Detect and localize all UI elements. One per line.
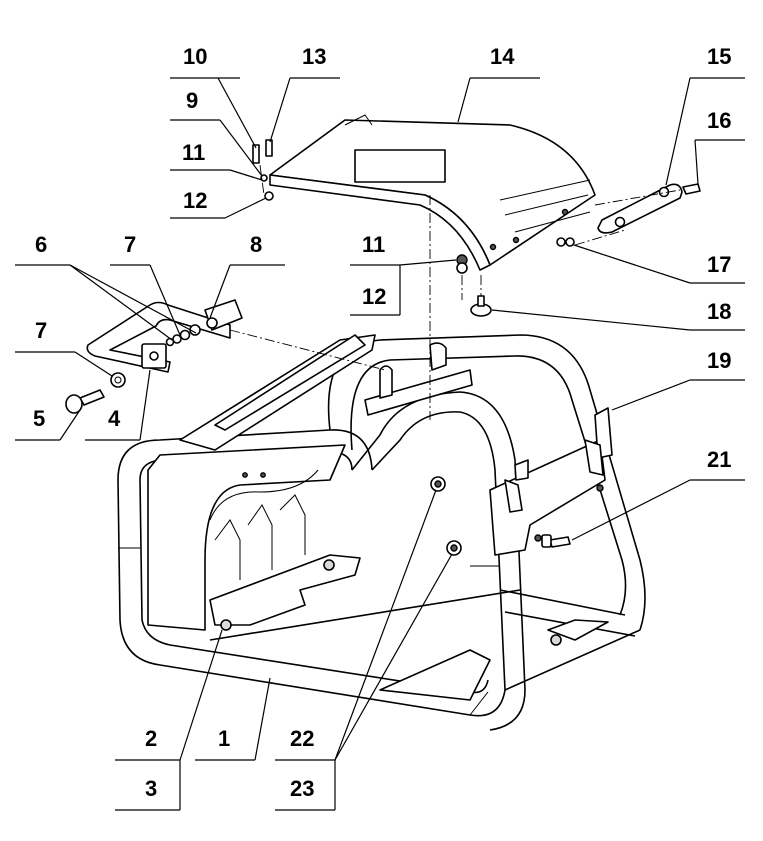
callout-22: 22: [290, 726, 314, 751]
callout-23: 23: [290, 776, 314, 801]
leader-lines: [15, 77, 745, 811]
callout-8: 8: [250, 232, 262, 257]
callout-11-left: 11: [182, 140, 205, 165]
callout-5: 5: [33, 406, 45, 431]
bushing-22: [430, 476, 446, 492]
callout-12-right: 12: [362, 284, 386, 309]
bolt-5: [65, 389, 105, 414]
rubber-foot-18: [470, 295, 492, 317]
hardware-11-12-right: [456, 254, 468, 274]
callout-14: 14: [490, 44, 515, 69]
pull-handle-assembly: [86, 299, 243, 373]
callout-15: 15: [707, 44, 731, 69]
callout-13: 13: [302, 44, 326, 69]
callout-3: 3: [145, 776, 157, 801]
front-shield-plate: [147, 444, 346, 631]
handle-15: [597, 183, 683, 234]
callout-11-right: 11: [362, 232, 385, 257]
callout-10: 10: [183, 44, 207, 69]
right-side-bracket: [489, 407, 613, 556]
callout-7-top: 7: [124, 232, 136, 257]
rear-rail: [179, 334, 473, 451]
callout-9: 9: [186, 88, 198, 113]
hardware-9-13: [252, 139, 274, 201]
top-cover: [269, 114, 596, 271]
callout-19: 19: [707, 348, 731, 373]
screw-16: [682, 183, 701, 195]
callout-2: 2: [145, 726, 157, 751]
callout-12-left: 12: [183, 188, 207, 213]
callout-4: 4: [108, 406, 121, 431]
screw-17: [556, 237, 575, 247]
callout-1: 1: [218, 726, 230, 751]
washer-7: [110, 372, 126, 388]
inner-ribs: [214, 494, 306, 580]
callout-17: 17: [707, 252, 731, 277]
bushing-23: [446, 540, 462, 556]
callout-18: 18: [707, 299, 731, 324]
callout-16: 16: [707, 108, 731, 133]
assembly-centerlines: [229, 164, 681, 420]
callout-6: 6: [35, 232, 47, 257]
callout-labels: 10 13 9 11 12 14 15 16 11 12 17 18 19 21…: [33, 44, 731, 801]
callout-21: 21: [707, 447, 731, 472]
bolt-21: [541, 534, 571, 548]
base-plate: [209, 554, 609, 701]
callout-7-left: 7: [35, 318, 47, 343]
